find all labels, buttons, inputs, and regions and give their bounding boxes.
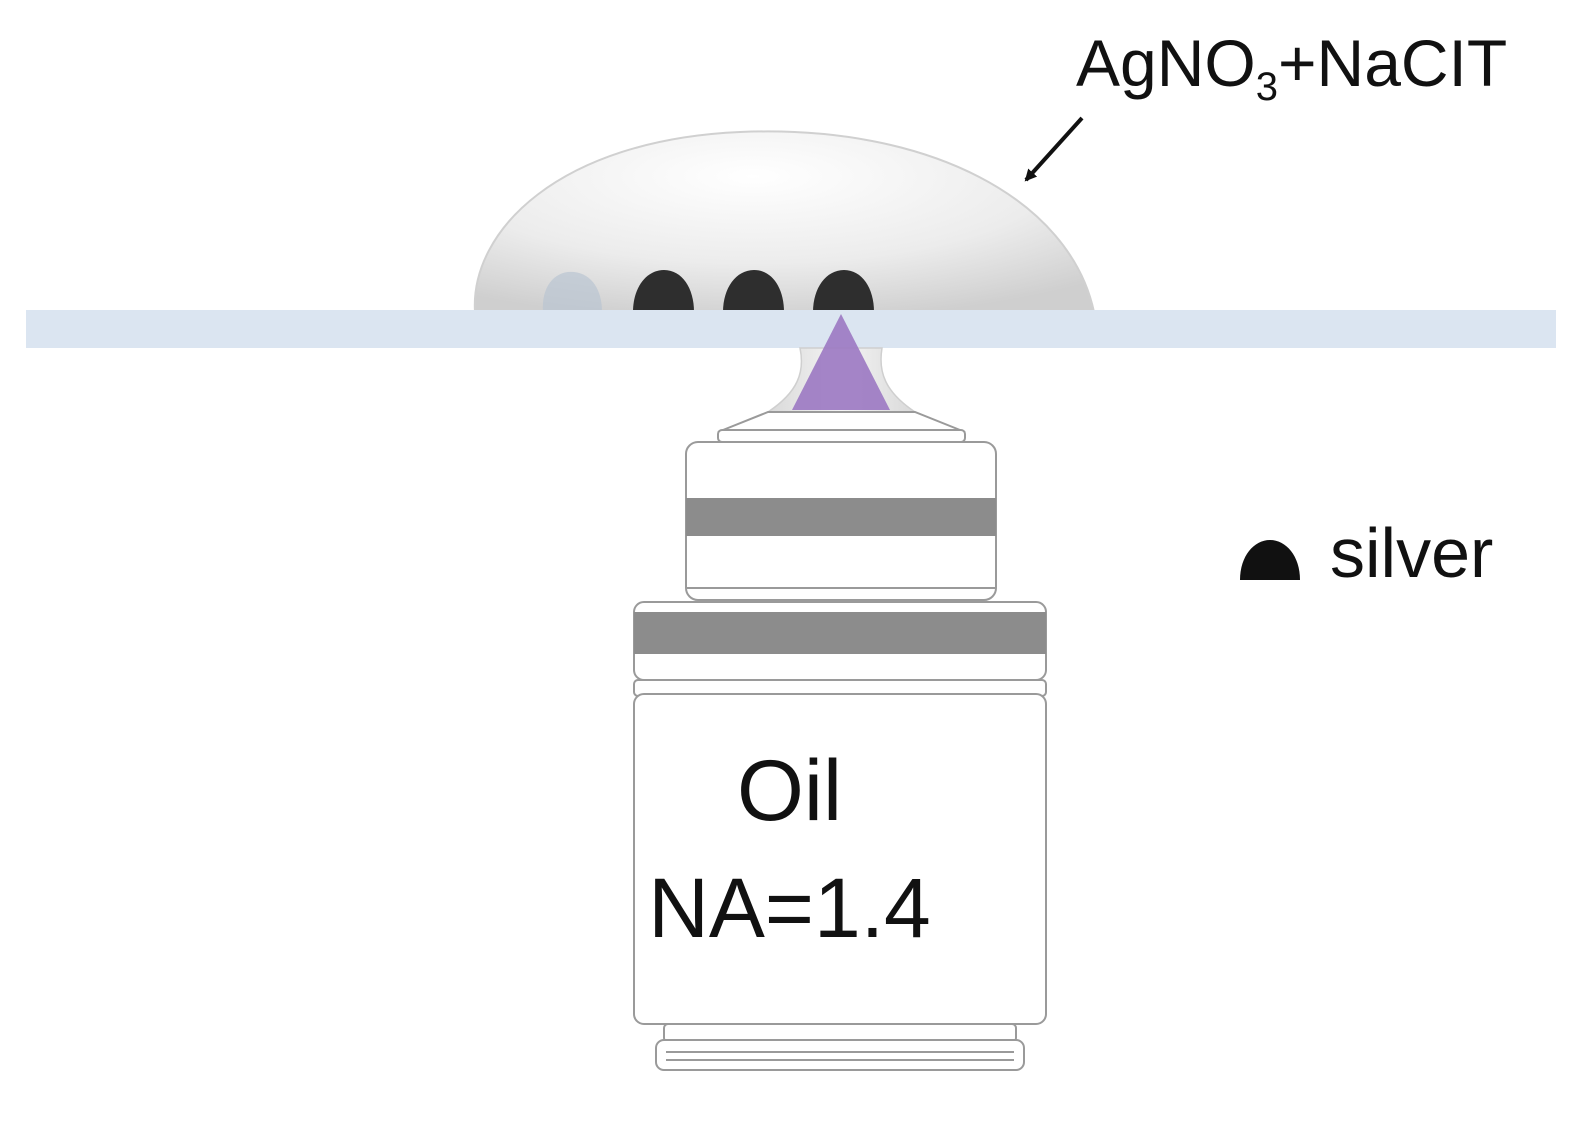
laser-focus-cone <box>792 314 890 410</box>
coverslip <box>26 310 1556 348</box>
solution-label-main: AgNO <box>1076 26 1256 100</box>
objective-base <box>655 1039 1025 1071</box>
objective-lens <box>633 411 1047 1071</box>
solution-label-rest: +NaCIT <box>1277 26 1508 100</box>
arrow-icon <box>1024 116 1084 182</box>
legend-silver-label: silver <box>1330 514 1494 592</box>
silver-particle-icon <box>1240 540 1300 580</box>
objective-upper-band <box>686 498 996 536</box>
silver-particle-faded <box>542 271 602 312</box>
objective-front-cap <box>717 429 966 443</box>
silver-particle <box>633 270 694 312</box>
silver-particle <box>813 270 874 312</box>
solution-label: AgNO3+NaCIT <box>1076 30 1507 107</box>
solution-droplet <box>473 130 1096 313</box>
silver-particles <box>542 270 874 312</box>
solution-label-subscript: 3 <box>1255 65 1278 109</box>
objective-collar-band <box>634 612 1046 654</box>
immersion-label: Oil <box>736 743 843 839</box>
numerical-aperture-label: NA=1.4 <box>648 861 931 955</box>
silver-particle <box>723 270 784 312</box>
